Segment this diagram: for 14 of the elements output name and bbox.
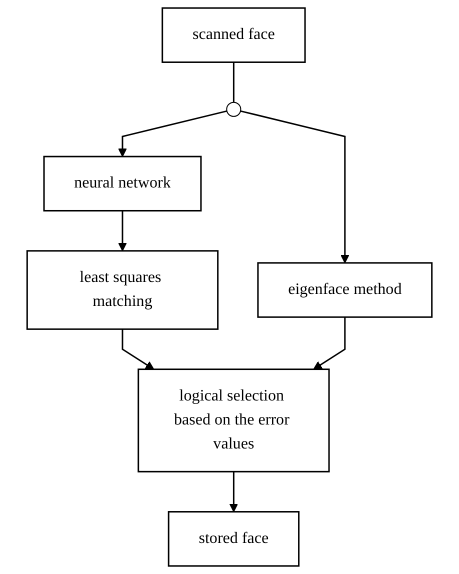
arrow bbox=[118, 110, 228, 157]
node-box: eigenface method bbox=[257, 262, 433, 318]
arrow bbox=[118, 210, 127, 252]
node-box: scanned face bbox=[162, 7, 306, 63]
arrow bbox=[229, 472, 238, 512]
node-box: neural network bbox=[43, 156, 202, 212]
node-box: least squares matching bbox=[26, 250, 219, 330]
arrow bbox=[240, 110, 350, 264]
arrow bbox=[122, 329, 154, 370]
node-box: logical selection based on the error values bbox=[138, 368, 330, 472]
node-box: stored face bbox=[168, 511, 300, 567]
node-circle bbox=[226, 102, 242, 117]
connector bbox=[232, 62, 234, 102]
arrow bbox=[313, 317, 346, 370]
